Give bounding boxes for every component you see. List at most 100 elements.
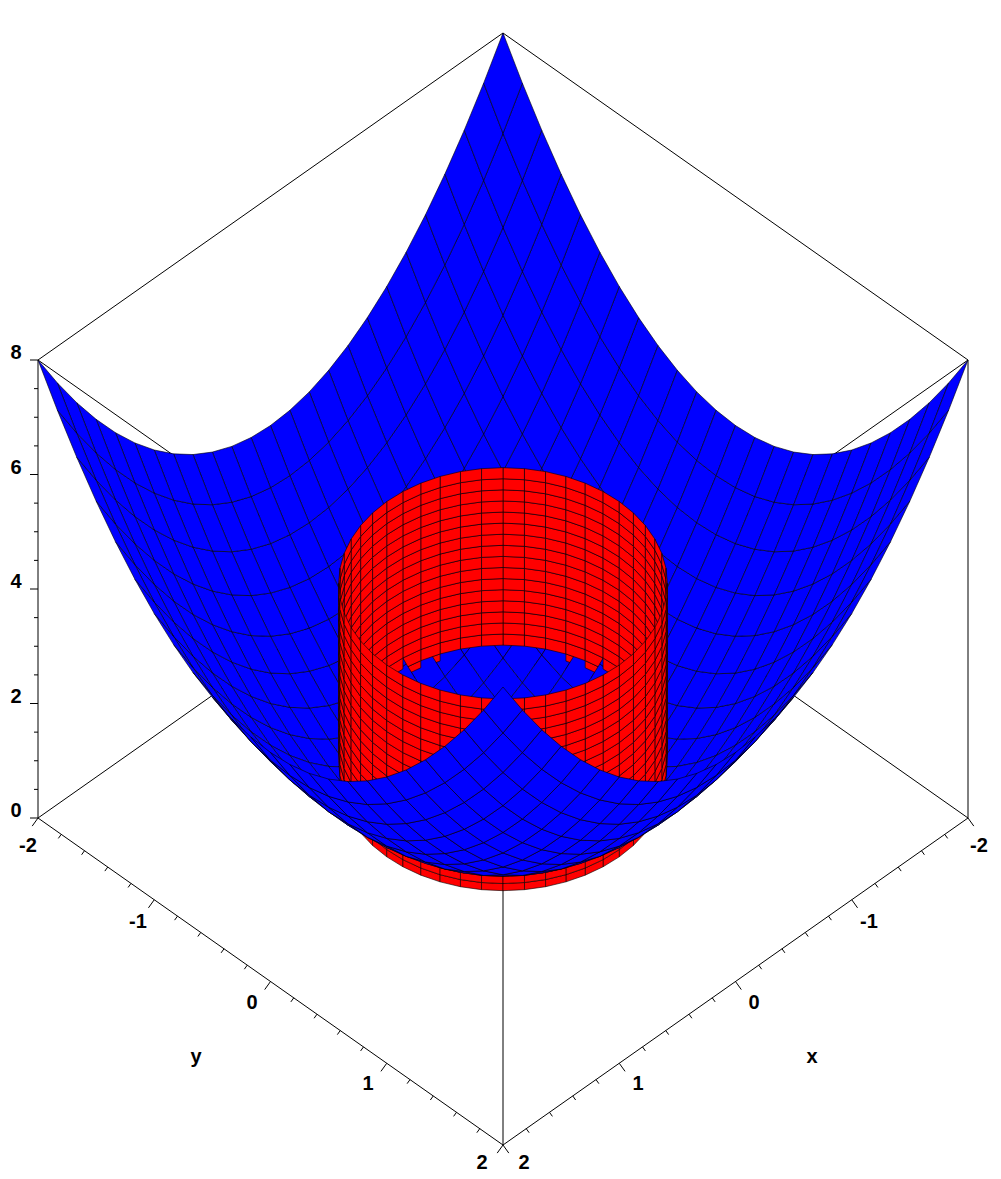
paraboloid-patch — [271, 753, 310, 788]
axis-line — [32, 818, 38, 826]
axis-line — [361, 1047, 364, 1051]
axis-line — [454, 1112, 457, 1116]
axis-tick-label: 0 — [10, 800, 21, 820]
axis-line — [148, 900, 154, 908]
cylinder-patch — [503, 590, 524, 602]
axis-line — [477, 1129, 480, 1133]
cylinder-patch — [482, 545, 503, 557]
cylinder-patch — [503, 875, 524, 883]
axis-line — [666, 1031, 669, 1035]
axis-line — [968, 360, 969, 818]
paraboloid-patch — [794, 636, 833, 687]
paraboloid-patch — [38, 360, 77, 433]
axis-line — [34, 732, 38, 733]
axis-line — [82, 851, 85, 855]
axis-tick-label: 0 — [246, 992, 257, 1012]
cylinder-patch — [351, 525, 361, 550]
paraboloid-patch — [116, 542, 155, 602]
paraboloid-patch — [251, 737, 290, 775]
cylinder-patch — [482, 612, 503, 624]
cylinder-patch — [421, 683, 440, 701]
axis-line — [526, 1129, 529, 1133]
paraboloid-patch — [832, 579, 871, 636]
axis-tick-label: 2 — [10, 686, 21, 706]
cylinder-patch — [482, 601, 503, 613]
axis-line — [497, 1145, 503, 1153]
paraboloid-patch — [852, 542, 891, 602]
cylinder-patch — [482, 590, 503, 602]
cylinder-patch — [482, 579, 503, 591]
paraboloid-patch — [57, 410, 96, 480]
axis-line — [503, 1145, 509, 1153]
axis-line — [689, 1014, 692, 1018]
axis-line — [34, 617, 38, 618]
axis-line — [30, 360, 38, 361]
cylinder-patch — [503, 479, 524, 491]
axis-line — [875, 883, 878, 887]
cylinder-patch — [503, 468, 524, 480]
axis-line — [503, 360, 968, 687]
axis-tick-label: 2 — [476, 1152, 487, 1172]
cylinder-patch — [482, 512, 503, 524]
cylinder-patch — [603, 665, 619, 686]
cylinder-patch — [340, 598, 344, 624]
paraboloid-patch — [813, 602, 852, 656]
cylinder-patch — [503, 623, 524, 635]
axis-line — [34, 789, 38, 790]
axis-line — [34, 417, 38, 418]
axis-line — [34, 760, 38, 761]
cylinder-patch — [585, 675, 603, 694]
paraboloid-patch — [154, 614, 193, 668]
axis-line — [244, 965, 247, 969]
cylinder-patch — [373, 654, 387, 676]
cylinder-patch — [619, 502, 633, 524]
cylinder-patch — [633, 513, 645, 537]
axis-line — [712, 998, 715, 1002]
cylinder-patch — [460, 695, 481, 709]
axis-line — [34, 445, 38, 446]
cylinder-patch — [503, 612, 524, 624]
cylinder-patch — [546, 472, 566, 488]
axis-tick-label: -2 — [970, 835, 988, 855]
cylinder-patch — [645, 628, 655, 653]
paraboloid-patch — [174, 636, 213, 687]
cylinder-patch — [662, 553, 666, 579]
axis-line — [852, 900, 858, 908]
axis-tick-label: -1 — [129, 911, 147, 931]
axis-line — [30, 703, 38, 704]
cylinder-patch — [482, 490, 503, 502]
cylinder-patch — [503, 501, 524, 513]
axis-line — [805, 932, 808, 936]
cylinder-patch — [503, 579, 524, 591]
axis-line — [503, 818, 968, 1145]
cylinder-patch — [344, 539, 351, 564]
axis-line — [503, 33, 968, 360]
paraboloid-patch — [697, 753, 736, 788]
cylinder-patch — [585, 483, 603, 502]
axis-line — [550, 1112, 553, 1116]
paraboloid-patch — [96, 501, 135, 565]
axis-line — [898, 867, 901, 871]
cylinder-patch — [503, 634, 524, 646]
axis-tick-label: 1 — [632, 1073, 643, 1093]
cylinder-patch — [440, 472, 460, 488]
cylinder-patch — [633, 641, 645, 665]
cylinder-patch — [482, 623, 503, 635]
axis-line — [34, 503, 38, 504]
cylinder-patch — [645, 525, 655, 550]
paraboloid-patch — [910, 410, 949, 480]
axis-line — [619, 1063, 625, 1071]
cylinder-patch — [361, 513, 373, 537]
paraboloid-patch — [736, 719, 775, 760]
axis-line — [34, 646, 38, 647]
cylinder-patch — [403, 675, 421, 694]
axis-title: y — [190, 1046, 201, 1066]
axis-line — [30, 818, 38, 819]
cylinder-patch — [524, 695, 545, 709]
axis-line — [38, 360, 503, 687]
paraboloid-patch — [135, 579, 174, 636]
paraboloid-patch — [484, 687, 523, 733]
cylinder-patch — [403, 483, 421, 502]
axis-line — [643, 1047, 646, 1051]
